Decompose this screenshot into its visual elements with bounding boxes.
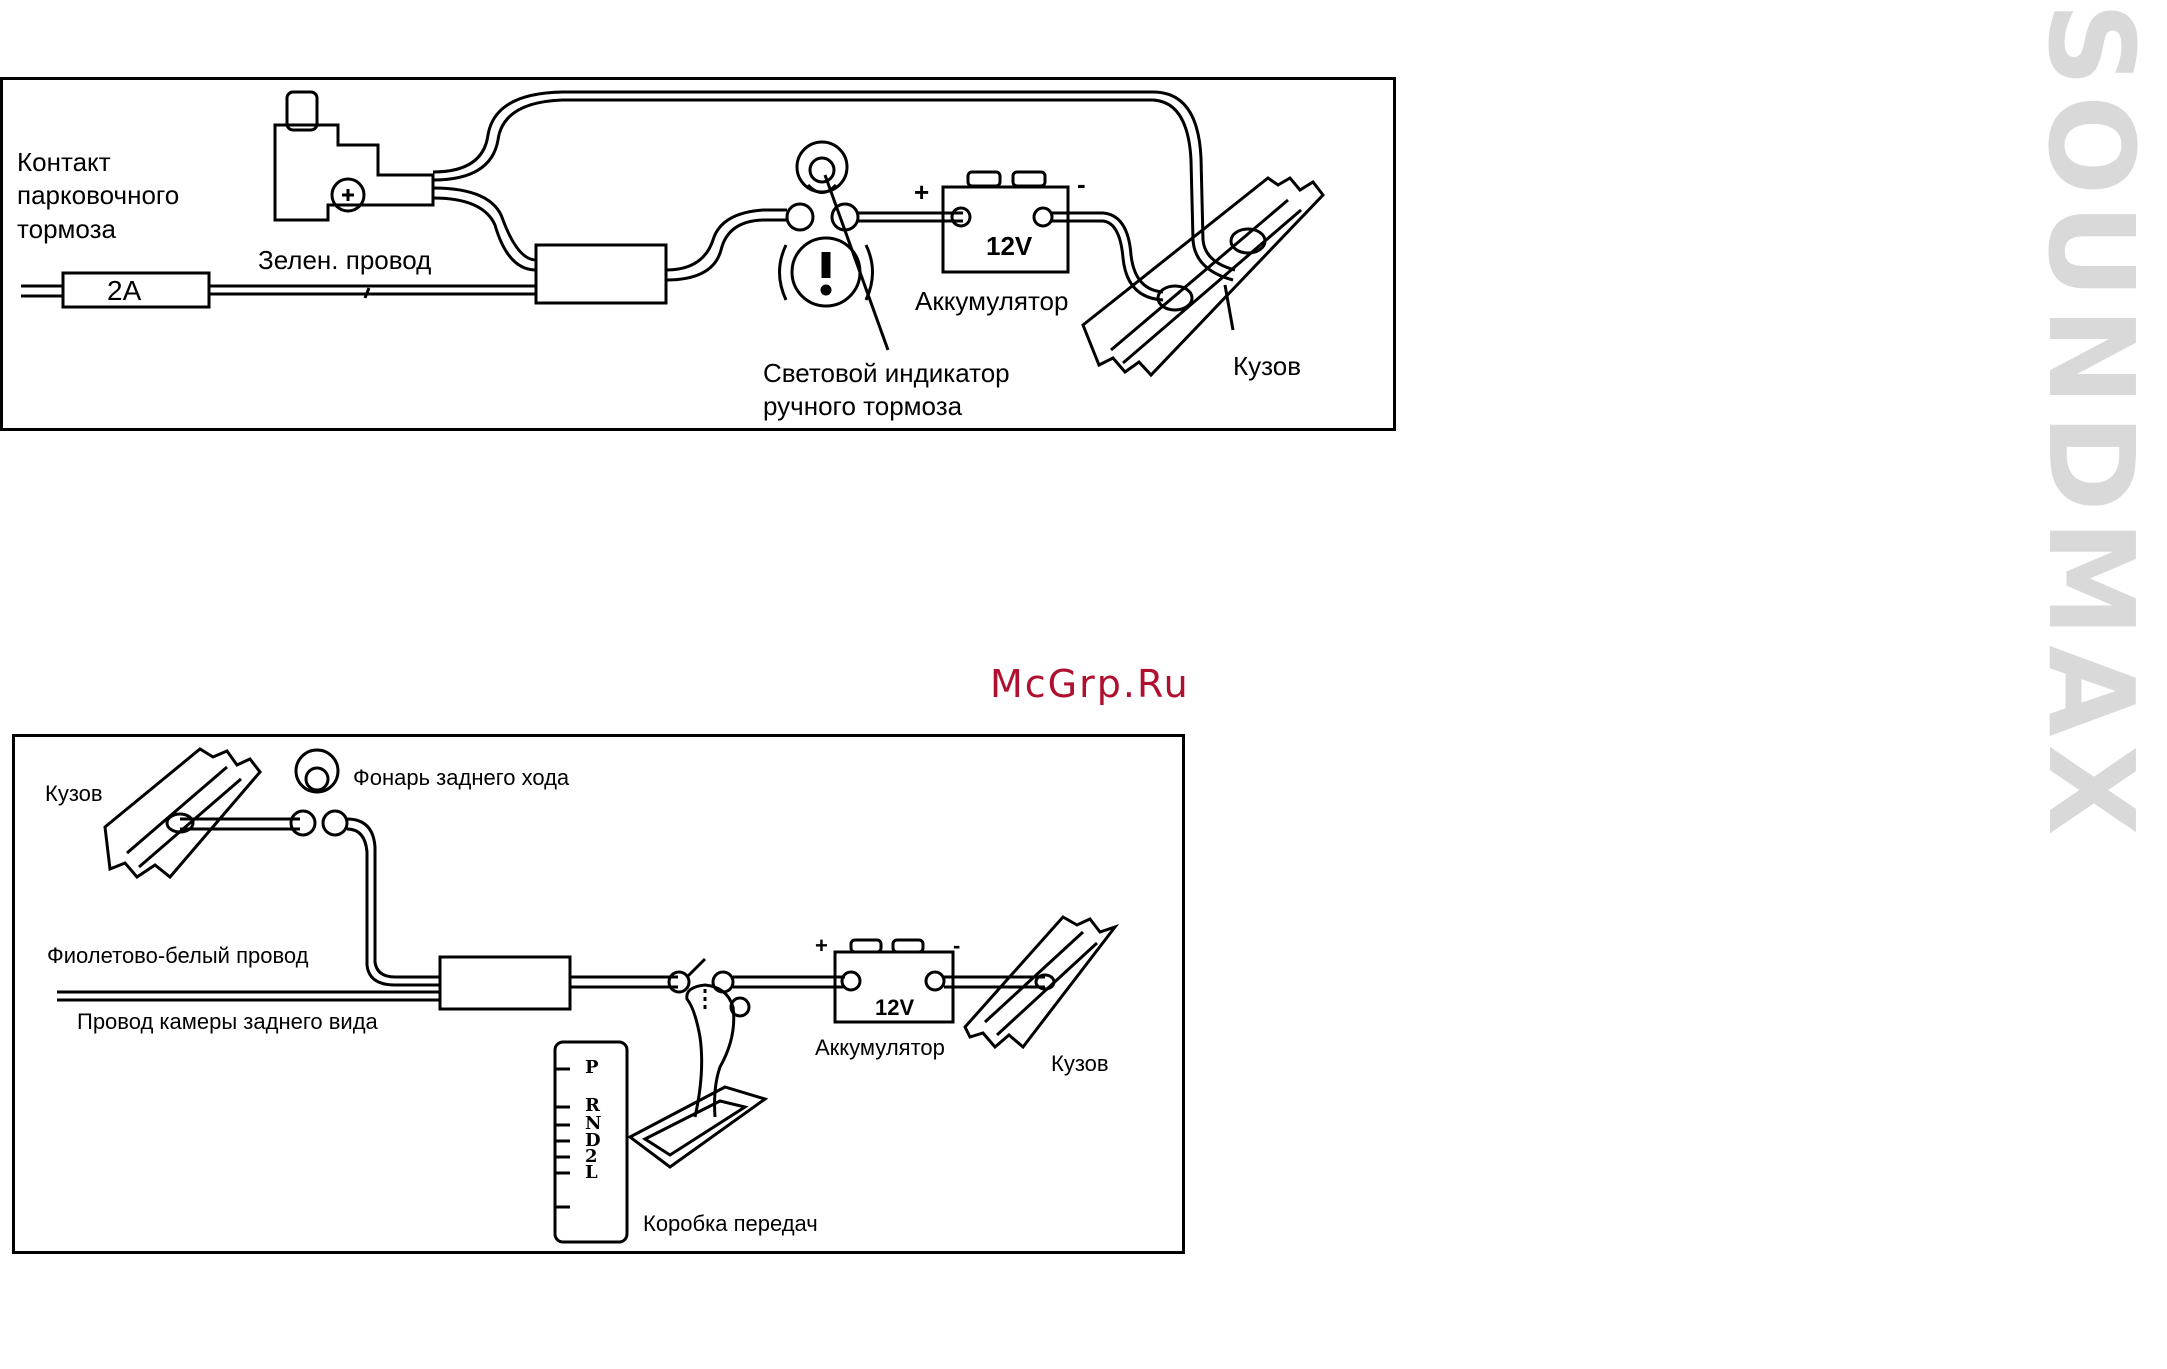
input-wire bbox=[21, 286, 63, 296]
lamp-socket-left bbox=[787, 204, 813, 230]
module-to-switch-wire bbox=[570, 977, 678, 987]
body-chassis-right bbox=[965, 917, 1115, 1047]
battery-minus-label: - bbox=[953, 933, 960, 959]
battery-terminal-minus bbox=[926, 972, 944, 990]
exclamation-dot bbox=[822, 286, 830, 294]
battery-minus-label: - bbox=[1077, 168, 1086, 201]
parking-contact-label: Контакт парковочного тормоза bbox=[17, 146, 179, 246]
body-label: Кузов bbox=[1233, 350, 1301, 383]
battery-terminal-plus bbox=[952, 208, 970, 226]
module-box bbox=[536, 245, 666, 303]
battery-voltage-label: 12V bbox=[875, 995, 914, 1021]
gearbox-label: Коробка передач bbox=[643, 1211, 818, 1237]
battery-voltage-label: 12V bbox=[986, 230, 1032, 263]
camera-wire-label: Провод камеры заднего вида bbox=[77, 1009, 378, 1035]
lamp-to-module-wire bbox=[347, 819, 440, 985]
ground-to-lamp-wire bbox=[180, 819, 300, 829]
watermark: McGrp.Ru bbox=[990, 662, 1190, 706]
green-wire bbox=[209, 286, 536, 294]
battery-terminal-plus bbox=[842, 972, 860, 990]
reverse-camera-wiring bbox=[15, 737, 1188, 1257]
parking-brake-diagram: Контакт парковочного тормоза 2A Зелен. п… bbox=[0, 77, 1396, 431]
switch-contact-left bbox=[669, 972, 689, 992]
lamp-filament bbox=[810, 158, 834, 182]
violet-wire-label: Фиолетово-белый провод bbox=[47, 943, 309, 969]
brand-logo: SOUNDMAX bbox=[2040, 0, 2167, 1369]
shifter-lever bbox=[687, 985, 734, 1117]
reverse-lamp-bulb bbox=[296, 750, 338, 792]
body-chassis-left-ridges bbox=[127, 767, 241, 867]
reverse-camera-diagram: Кузов Фонарь заднего хода Фиолетово-белы… bbox=[12, 734, 1185, 1254]
switch-to-battery-wire bbox=[733, 977, 845, 987]
brand-text: SOUNDMAX bbox=[2040, 2, 2160, 844]
battery-plus-label: + bbox=[914, 176, 929, 209]
lamp-to-battery-wire bbox=[858, 213, 963, 221]
parking-brake-wiring bbox=[3, 80, 1399, 434]
module-to-lamp-wire bbox=[666, 210, 787, 280]
reverse-lamp-label: Фонарь заднего хода bbox=[353, 765, 569, 791]
gear-ticks bbox=[555, 1069, 570, 1207]
body-ground-bolt-bottom bbox=[1158, 286, 1192, 310]
battery-cap-right bbox=[893, 940, 923, 952]
green-wire-tick bbox=[365, 288, 369, 298]
shifter-gate-slot bbox=[645, 1101, 745, 1155]
parking-switch bbox=[275, 125, 433, 220]
switch-blade bbox=[687, 959, 705, 977]
battery-cap-right bbox=[1013, 172, 1045, 186]
brake-lamp-label: Световой индикатор ручного тормоза bbox=[763, 357, 1010, 424]
battery-cap-left bbox=[968, 172, 1000, 186]
camera-wire bbox=[57, 992, 440, 1000]
switch-bolt-cross bbox=[342, 189, 354, 201]
battery-terminal-minus bbox=[1034, 208, 1052, 226]
gear-p: P bbox=[585, 1057, 599, 1079]
battery-cap-left bbox=[851, 940, 881, 952]
battery-label: Аккумулятор bbox=[815, 1035, 945, 1061]
body-right-label: Кузов bbox=[1051, 1051, 1109, 1077]
reverse-lamp-filament bbox=[306, 768, 328, 790]
fuse-label: 2A bbox=[107, 273, 141, 309]
battery-plus-label: + bbox=[815, 933, 828, 959]
switch-wires-to-module bbox=[433, 188, 536, 270]
lamp-bulb bbox=[797, 142, 847, 192]
lamp-leader-line bbox=[825, 175, 888, 350]
gear-l: L bbox=[585, 1162, 598, 1184]
green-wire-label: Зелен. провод bbox=[258, 244, 431, 277]
battery-label: Аккумулятор bbox=[915, 285, 1068, 318]
reverse-lamp-socket-left bbox=[291, 811, 315, 835]
body-left-label: Кузов bbox=[45, 781, 103, 807]
module-box bbox=[440, 957, 570, 1009]
reverse-lamp-socket-right bbox=[323, 811, 347, 835]
